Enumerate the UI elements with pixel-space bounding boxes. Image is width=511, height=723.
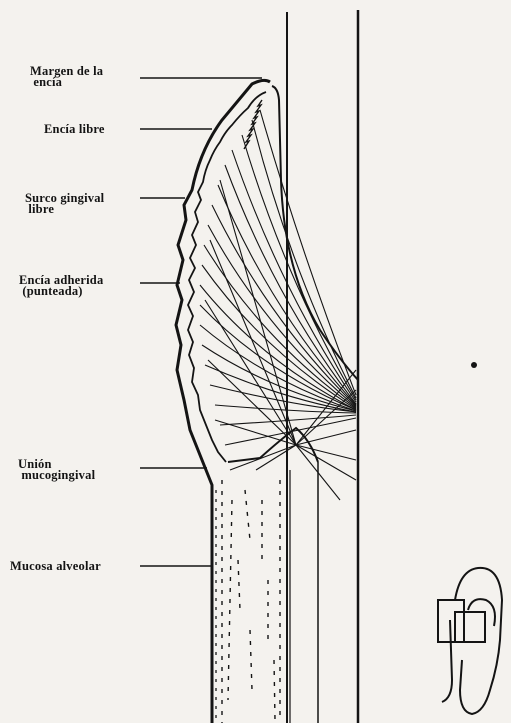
label-mucogingival-junction: Unión mucogingival bbox=[18, 459, 95, 481]
label-gingival-margin: Margen de la encía bbox=[30, 66, 103, 88]
tooth-sketch bbox=[438, 568, 502, 714]
label-free-gingiva: Encía libre bbox=[44, 124, 105, 135]
gingiva-outline bbox=[176, 80, 270, 723]
alveolar-bone-crest bbox=[228, 428, 318, 462]
dot-mark bbox=[471, 362, 477, 368]
label-alveolar-mucosa: Mucosa alveolar bbox=[10, 561, 101, 572]
label-attached-gingiva: Encía adherida (punteada) bbox=[19, 275, 103, 297]
label-leaders bbox=[140, 78, 262, 566]
bone-stipple bbox=[222, 480, 280, 723]
label-free-gingival-groove: Surco gingival libre bbox=[25, 193, 104, 215]
